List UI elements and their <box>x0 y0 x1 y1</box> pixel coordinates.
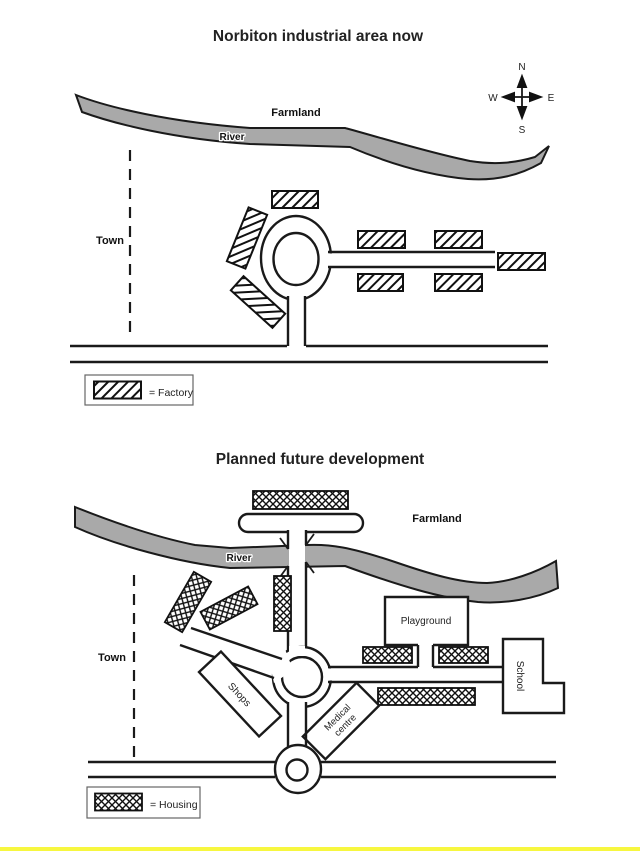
farmland-label-now: Farmland <box>271 107 321 119</box>
compass-east-label: E <box>548 93 555 104</box>
river-label-future: River <box>226 553 251 564</box>
bridge-deck <box>289 533 305 579</box>
east-road-now <box>328 250 495 269</box>
junction-opening <box>327 668 338 681</box>
map-now-title: Norbiton industrial area now <box>213 28 424 45</box>
compass-icon: N S W E <box>488 62 554 136</box>
housing-legend-label: = Housing <box>150 799 198 811</box>
factory-block <box>225 206 269 270</box>
south-road-future <box>286 702 308 748</box>
housing-block <box>362 646 413 664</box>
map-future-title: Planned future development <box>216 451 424 468</box>
town-label-future: Town <box>98 652 126 664</box>
bridge-tick <box>305 533 315 546</box>
legend-factory: = Factory <box>84 374 194 406</box>
factory-block <box>434 230 483 249</box>
factory-block <box>497 252 546 271</box>
playground-label: Playground <box>401 616 452 627</box>
factory-block <box>357 230 406 249</box>
river-label-now: River <box>219 132 244 143</box>
medical-centre-building: Medical centre <box>301 681 381 761</box>
school-label: School <box>514 661 525 692</box>
main-road-now <box>70 344 548 364</box>
compass-south-label: S <box>519 125 526 136</box>
junction-opening <box>289 293 304 303</box>
legend-housing: = Housing <box>86 786 201 819</box>
housing-block <box>252 490 349 510</box>
housing-block <box>273 575 292 632</box>
compass-north-label: N <box>518 62 525 73</box>
factory-block <box>357 273 404 292</box>
river-now <box>74 93 550 181</box>
farmland-label-future: Farmland <box>412 513 462 525</box>
town-label-now: Town <box>96 235 124 247</box>
housing-legend-swatch <box>94 792 143 812</box>
main-road-future <box>88 760 556 779</box>
factory-block <box>271 190 319 209</box>
roundabout-access-road-now <box>286 296 307 346</box>
east-road-future <box>328 665 503 684</box>
small-roundabout <box>273 743 323 795</box>
junction-opening <box>289 528 305 534</box>
shops-building: Shops <box>197 649 283 739</box>
housing-block <box>438 646 489 664</box>
roundabout-now <box>259 214 333 302</box>
highlight-bar <box>0 847 640 851</box>
compass-west-label: W <box>488 93 498 104</box>
bridge-tick <box>279 537 289 550</box>
housing-block <box>377 687 476 706</box>
junction-opening <box>289 646 305 656</box>
playground-building: Playground <box>383 595 470 667</box>
junction-opening <box>289 699 305 709</box>
bridge-tick <box>305 561 315 574</box>
junction-opening <box>326 253 337 266</box>
map-now: Norbiton industrial area now Farmland Ri… <box>70 28 555 406</box>
factory-legend-swatch <box>93 380 142 400</box>
factory-block <box>229 274 287 330</box>
housing-block <box>163 570 213 634</box>
factory-legend-label: = Factory <box>149 387 194 399</box>
school-building: School <box>501 637 566 715</box>
map-future: Planned future development Farmland Rive… <box>74 451 566 819</box>
factory-block <box>434 273 483 292</box>
housing-block <box>199 585 259 631</box>
